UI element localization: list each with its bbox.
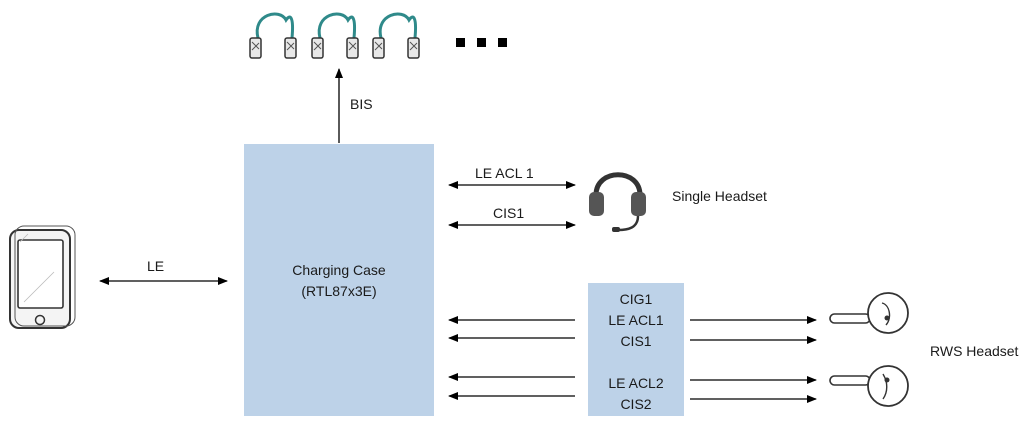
- rws-headset-label: RWS Headset: [930, 343, 1019, 359]
- cig-box: [588, 283, 684, 416]
- cis1-single-label: CIS1: [493, 205, 524, 221]
- headphone-icon: [372, 12, 420, 59]
- earbud-icon: [829, 292, 909, 334]
- broadcast-headphones-group: [249, 12, 507, 59]
- smartphone-icon: [9, 225, 76, 329]
- charging-case-box: [244, 144, 434, 416]
- le-acl1-label: LE ACL1: [608, 312, 663, 328]
- cis1-label: CIS1: [620, 333, 651, 349]
- charging-case-model: (RTL87x3E): [301, 283, 376, 299]
- le-label: LE: [147, 258, 164, 274]
- headset-icon: [589, 172, 646, 232]
- charging-case-title: Charging Case: [292, 262, 386, 278]
- earbud-icon: [829, 365, 909, 407]
- cis2-label: CIS2: [620, 396, 651, 412]
- bis-label: BIS: [350, 96, 373, 112]
- cig1-label: CIG1: [620, 291, 653, 307]
- headphone-icon: [311, 12, 359, 59]
- le-acl2-label: LE ACL2: [608, 375, 663, 391]
- le-acl-1-label: LE ACL 1: [475, 165, 534, 181]
- ellipsis-icon: [456, 38, 507, 47]
- single-headset-label: Single Headset: [672, 188, 767, 204]
- headphone-icon: [249, 12, 297, 59]
